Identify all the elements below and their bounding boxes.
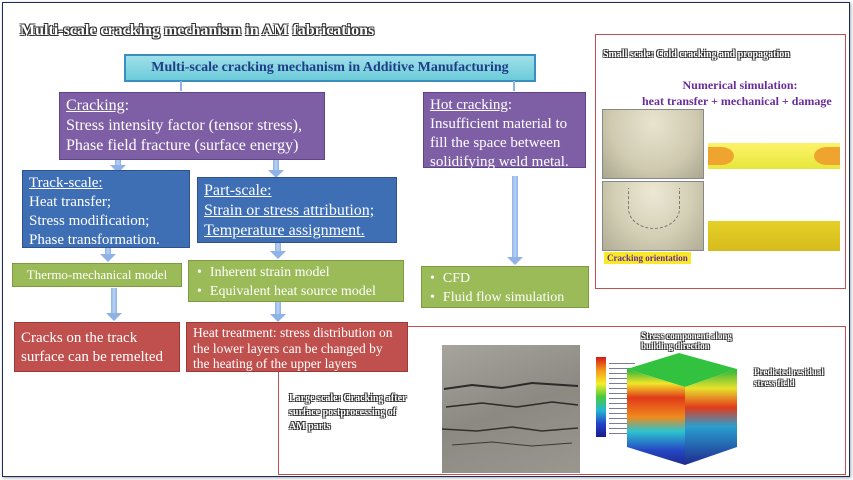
thermo-model-box: Thermo-mechanical model [12,263,182,287]
arrow-hot-to-cfd [507,176,523,266]
cracking-line1: Stress intensity factor (tensor stress), [66,117,302,134]
header-box: Multi-scale cracking mechanism in Additi… [124,54,536,82]
cfd-bullet-1: CFD [430,269,588,288]
sim-field-bottom [708,221,840,251]
arrow-part-to-models [270,243,286,259]
part-bullet-1: Inherent strain model [197,263,403,282]
numsim-line1: Numerical simulation: [682,78,798,92]
connector-left [180,81,182,91]
part-scale-line1: Strain or stress attribution; [204,202,375,219]
crack-lines [442,381,579,447]
cracking-box: Cracking: Stress intensity factor (tenso… [59,92,325,160]
stress-cube [627,353,737,465]
part-scale-box: Part-scale: Strain or stress attribution… [197,177,397,243]
track-scale-box: Track-scale: Heat transfer; Stress modif… [22,170,190,248]
heat-treatment-box: Heat treatment: stress distribution on t… [186,322,408,372]
hot-cracking-line3: solidifying weld metal. [430,154,569,170]
arrow-thermo-to-cracks [106,288,122,322]
cracking-title: Cracking [66,97,125,114]
slide-title: Multi-scale cracking mechanism in AM fab… [20,22,375,39]
heat-line2: the lower layers can be changed by [193,340,383,356]
cfd-bullet-2: Fluid flow simulation [430,288,588,307]
cracks-box: Cracks on the track surface can be remel… [14,322,180,372]
arrow-track-to-thermo [100,248,116,262]
connector-right [513,81,515,91]
crack-photo [442,345,580,473]
numsim-line2: heat transfer + mechanical + damage [642,94,832,108]
legend-colorbar [596,357,606,437]
cracking-line2: Phase field fracture (surface energy) [66,137,299,154]
micrograph-top [602,109,704,179]
part-scale-line2: Temperature assignment. [204,222,365,239]
hot-cracking-title: Hot cracking [430,97,508,113]
cracks-line2: surface can be remelted [21,349,163,365]
arrow-cracking-to-track [110,160,126,173]
heat-line1: Heat treatment: stress distribution on [193,325,393,340]
sim-field-top [708,143,840,169]
arrow-cracking-to-part [268,160,284,178]
track-scale-line2: Stress modification; [29,213,150,229]
small-scale-label: Small scale: Cold cracking and propagati… [603,49,790,60]
hot-cracking-line1: Insufficient material to [430,116,568,132]
track-scale-title: Track-scale: [29,175,103,191]
hot-cracking-line2: fill the space between [430,135,561,151]
part-models-box: Inherent strain model Equivalent heat so… [188,260,404,302]
small-scale-panel: Small scale: Cold cracking and propagati… [595,34,846,289]
track-scale-line3: Phase transformation. [29,232,160,248]
track-scale-line1: Heat transfer; [29,194,112,210]
cracks-line1: Cracks on the track [21,330,138,346]
micrograph-bottom [602,181,704,251]
cfd-box: CFD Fluid flow simulation [421,266,589,308]
heat-line3: the heating of the upper layers [193,356,357,371]
part-bullet-2: Equivalent heat source model [197,282,403,301]
arrow-models-to-heat [270,302,286,322]
part-scale-title: Part-scale: [204,182,272,199]
cracking-orientation-label: Cracking orientation [604,252,691,264]
hot-cracking-box: Hot cracking: Insufficient material to f… [423,92,586,170]
